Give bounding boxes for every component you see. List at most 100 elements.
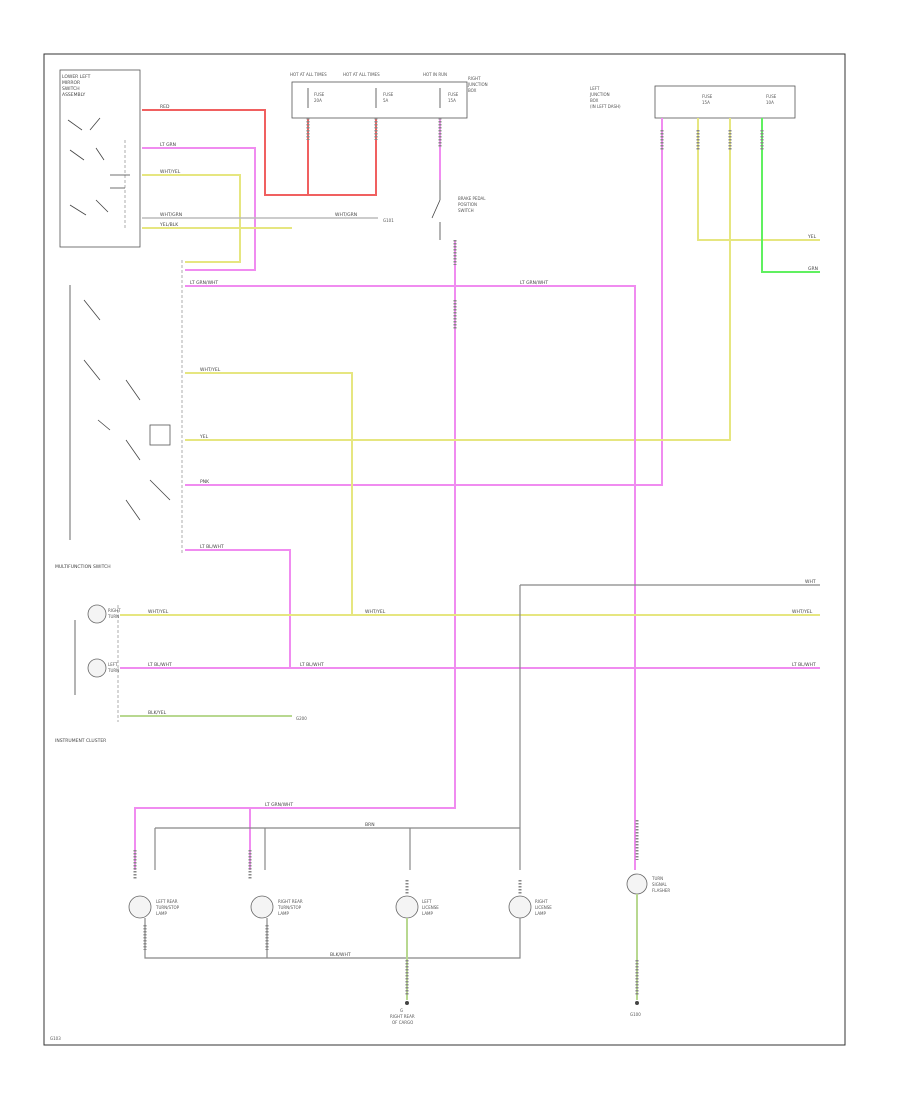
left-rear-turn-lamp [128,895,152,919]
wire-lt-grn-wht [185,285,636,870]
wire-label-wht-right: WHT [805,579,816,585]
right-license-label-1: RIGHT [535,899,548,904]
wire-label-lt-grn-wht: LT GRN/WHT [190,280,218,286]
fuse-1-rating: 20A [314,98,322,103]
left-license-label-1: LEFT [422,899,432,904]
fuse-2-label: FUSE [383,92,394,97]
fuse-3-label: FUSE [448,92,459,97]
wire-wht-yel-mid [185,372,353,615]
wire-lt-grn [142,147,256,271]
instrument-cluster-label: INSTRUMENT CLUSTER [55,738,106,744]
wire-label-lt-bl-wht-right: LT BL/WHT [792,662,816,668]
wire-label-red: RED [160,104,170,110]
fuse-right-2-rating: 10A [766,100,774,105]
wire-label-pnk-mid: PNK [200,479,210,485]
connector-stubs [133,118,764,995]
wire-label-lt-bl-wht-cluster-2: LT BL/WHT [300,662,324,668]
lower-left-switch-label-4: ASSEMBLY [62,92,86,98]
ground-node-license [405,1001,409,1005]
ground-bottom-label-3: OF CARGO [392,1020,413,1025]
left-turn-ind-label-1: LEFT [108,662,118,667]
left-rear-lamp-label-1: LEFT REAR [156,899,178,904]
fuse-right-1-label: FUSE [702,94,713,99]
wire-label-grn-right: GRN [808,266,818,272]
lower-left-switch-label-3: SWITCH [62,86,80,92]
left-license-lamp [395,895,419,919]
right-turn-ind-label-2: TURN [107,614,119,619]
left-junction-box: LEFT JUNCTION BOX (IN LEFT DASH) FUSE 15… [589,85,796,119]
left-junction-label-1: LEFT [590,86,600,91]
fuse-right-1-rating: 15A [702,100,710,105]
ground-bottom-label-1: G [400,1008,403,1013]
ground-g101-label: G101 [383,218,394,223]
wire-label-yel-right: YEL [807,234,817,240]
wire-label-wht-yel-top: WHT/YEL [160,169,181,175]
right-license-lamp [508,895,532,919]
left-rear-lamp-label-2: TURN/STOP [155,905,180,910]
right-rear-turn-lamp [250,895,274,919]
left-rear-lamp-label-3: LAMP [156,911,168,916]
wire-label-blk-yel-cluster: BLK/YEL [148,710,167,716]
right-junction-label-2: JUNCTION [467,82,488,87]
wire-brake-output [134,240,456,870]
right-rear-lamp-label-3: LAMP [278,911,290,916]
hot-fuse-group: HOT AT ALL TIMES HOT AT ALL TIMES HOT IN… [290,72,488,119]
brake-switch-label-2: POSITION [458,202,477,207]
left-junction-label-2: JUNCTION [589,92,610,97]
ground-g200-label: G200 [296,716,307,721]
ground-node-flasher [635,1001,639,1005]
multifunction-switch: MULTIFUNCTION SWITCH [55,260,183,570]
brake-switch-label-1: BRAKE PEDAL [458,196,486,201]
diagram-frame [43,53,846,1046]
wire-red-2 [308,118,377,196]
fuse-1-label: FUSE [314,92,325,97]
wire-label-wht-grn: WHT/GRN [160,212,182,218]
wire-label-lt-bl-wht: LT BL/WHT [200,544,224,550]
right-license-label-3: LAMP [535,911,547,916]
instrument-cluster: RIGHT TURN LEFT TURN INSTRUMENT CLUSTER [55,604,121,744]
wire-grn-right [761,118,820,273]
flasher-label-2: SIGNAL [652,882,668,887]
wire-label-brn-bus: BRN [365,822,375,828]
hot-at-all-times-1-label: HOT AT ALL TIMES [290,72,327,77]
wire-label-lt-bl-wht-cluster: LT BL/WHT [148,662,172,668]
wire-label-wht-yel-right: WHT/YEL [792,609,813,615]
wire-yel-right [185,118,731,441]
wire-label-wht-yel-cluster-2: WHT/YEL [365,609,386,615]
right-turn-indicator-lamp [87,604,107,624]
wire-lt-bl-wht [185,549,291,668]
turn-signal-flasher [626,873,648,895]
right-junction-label-3: BOX [468,88,477,93]
right-rear-lamp-label-1: RIGHT REAR [278,899,303,904]
brake-pedal-switch: BRAKE PEDAL POSITION SWITCH [431,180,486,240]
footer-ref: G103 [50,1036,61,1041]
brake-switch-label-3: SWITCH [458,208,474,213]
ground-g100-label: G100 [630,1012,641,1017]
right-license-label-2: LICENSE [535,905,552,910]
left-turn-indicator-lamp [87,658,107,678]
wire-label-wht-grn-2: WHT/GRN [335,212,357,218]
right-turn-ind-label-1: RIGHT [108,608,121,613]
left-junction-label-4: (IN LEFT DASH) [590,104,621,109]
ground-bottom-label-2: RIGHT REAR [390,1014,415,1019]
wire-label-lt-grn-wht-2: LT GRN/WHT [520,280,548,286]
wire-pnk-right [185,118,663,486]
fuse-right-2-label: FUSE [766,94,777,99]
wire-blk-wht-ground [144,918,521,959]
hot-in-run-label: HOT IN RUN [423,72,447,77]
wire-label-yel-mid: YEL [199,434,209,440]
wire-wht-right [519,584,820,870]
hot-at-all-times-2-label: HOT AT ALL TIMES [343,72,380,77]
wire-red-1 [142,109,309,196]
right-junction-label-1: RIGHT [468,76,481,81]
lower-left-switch-label-1: LOWER LEFT [62,74,91,80]
left-license-label-3: LAMP [422,911,434,916]
wire-label-wht-yel-cluster: WHT/YEL [148,609,169,615]
flasher-label-1: TURN [651,876,663,881]
multifunction-switch-label: MULTIFUNCTION SWITCH [55,564,111,570]
wire-label-lt-grn: LT GRN [160,142,176,148]
fuse-2-rating: 5A [383,98,389,103]
wire-label-lt-grn-wht-bottom: LT GRN/WHT [265,802,293,808]
lower-left-switch-assembly: LOWER LEFT MIRROR SWITCH ASSEMBLY [59,69,141,248]
